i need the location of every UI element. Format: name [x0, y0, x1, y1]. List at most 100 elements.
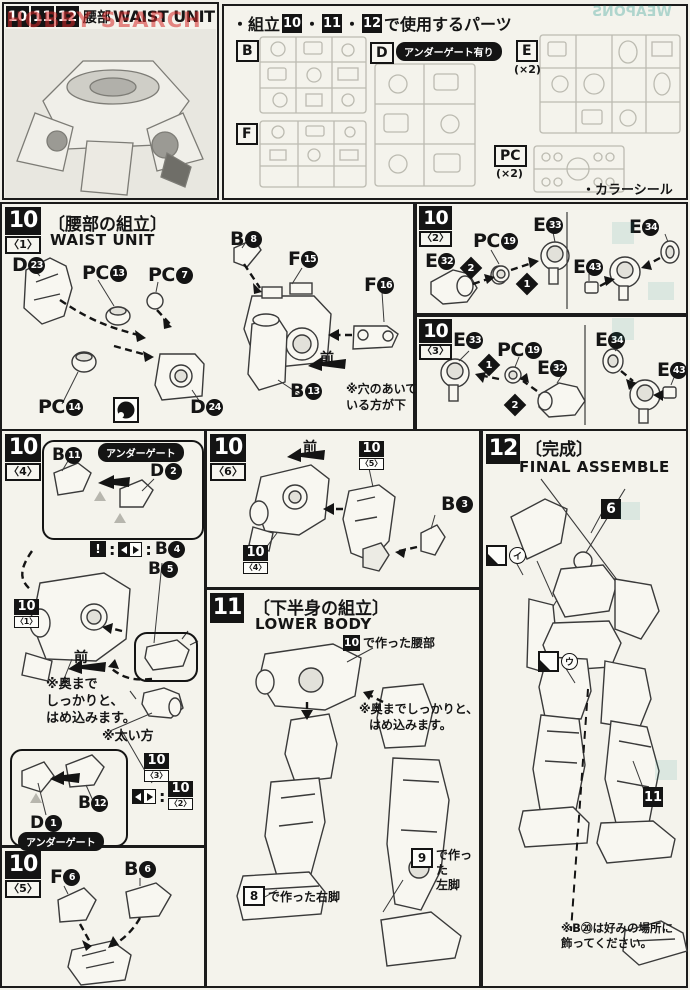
runner-b-label: B — [236, 40, 259, 62]
title-english: WAIST UNIT — [113, 7, 215, 26]
seal-marker-u: ウ — [538, 651, 578, 672]
push-firmly-note: ※奥までしっかりと、 はめ込みます。 — [359, 702, 479, 732]
page-title: 10 11 12 腰部 WAIST UNIT — [6, 6, 215, 27]
seal-icon — [538, 651, 559, 672]
panel-step-12: 12 〔完成〕 FINAL ASSEMBLE — [481, 429, 688, 988]
step-badge-10-4: 10 〈4〉 — [5, 434, 41, 481]
callout-6-box: 6 — [601, 499, 621, 519]
panel-step-11: 11 〔下半身の組立〕 LOWER BODY — [205, 588, 481, 988]
thicker-side-note: ※太い方 — [102, 729, 154, 744]
panel-step-10-4: 10 〈4〉 — [0, 429, 206, 851]
b20-display-note: ※B⑳は好みの場所に 飾ってください。 — [561, 921, 673, 950]
parts-used-panel: ・組立 10 ・ 11 ・ 12 で使用するパーツ B D アンダーゲート有り … — [222, 4, 688, 200]
color-seal-label: ・カラーシール — [582, 183, 673, 198]
step-badge-10-5: 10 〈5〉 — [5, 851, 41, 898]
runner-e-art — [539, 34, 681, 134]
undergate-badge: アンダーゲート有り — [396, 42, 502, 61]
step-10-6-illustration — [248, 448, 446, 572]
step-title-jp: 〔下半身の組立〕 — [253, 599, 389, 619]
bleed-artifact — [612, 318, 634, 340]
seal-icon — [486, 545, 507, 566]
step-title-en: WAIST UNIT — [50, 231, 155, 249]
waist-unit-photo — [5, 29, 216, 198]
title-photo-panel: 10 11 12 腰部 WAIST UNIT — [2, 2, 219, 200]
caution-icon: ! — [90, 541, 106, 557]
bleed-artifact — [620, 502, 640, 520]
runner-pc-label: PC — [494, 145, 527, 167]
bleed-artifact — [655, 760, 677, 780]
bleed-artifact — [612, 222, 634, 244]
hole-side-note: ※穴のあいて いる方が下 — [346, 382, 418, 412]
step-11-illustration — [236, 643, 462, 967]
callout-11-box: 11 — [643, 787, 663, 807]
runner-pc-count: (×2) — [496, 167, 523, 180]
seal-letter-i: イ — [509, 547, 526, 564]
runner-f-art — [259, 120, 367, 188]
panel-step-10-6: 10 〈6〉 前 10 〈5〉 — [205, 429, 481, 589]
step-10-2-illustration — [430, 212, 680, 309]
heading-step-11: 11 — [322, 13, 343, 33]
left-leg-label: 9 で作った 左脚 — [411, 848, 479, 893]
bleed-artifact — [648, 282, 674, 300]
runner-e-label: E — [516, 40, 538, 62]
heading-step-10: 10 — [282, 13, 303, 33]
ref-step-10-box: 10 — [343, 634, 360, 651]
heading-prefix: ・組立 — [232, 15, 281, 34]
step-badge-10-2: 10 〈2〉 — [419, 206, 452, 247]
ref-step-10-4: 10 〈4〉 — [243, 545, 268, 574]
ref-step-8-box: 8 — [243, 886, 265, 906]
undergate-badge-top: アンダーゲート — [98, 443, 184, 462]
front-direction-label: 前 — [303, 440, 317, 456]
step-12-illustration — [510, 478, 688, 966]
step-number-box: 11 — [31, 6, 54, 27]
heading-dot: ・ — [344, 15, 361, 34]
step-title-jp: 〔完成〕 — [525, 440, 593, 460]
front-direction-label: 前 — [74, 650, 88, 666]
runner-f-label: F — [236, 123, 258, 145]
step-title-jp: 〔腰部の組立〕 — [48, 215, 167, 235]
runner-pc-art — [533, 145, 625, 193]
panel-step-10-1: 10 〈1〉 〔腰部の組立〕 WAIST UNIT — [0, 202, 418, 431]
step-10-1-illustration — [23, 238, 399, 423]
ref-step-9-box: 9 — [411, 848, 433, 868]
title-japanese: 腰部 — [83, 9, 111, 26]
step-title-en: FINAL ASSEMBLE — [519, 458, 670, 476]
runner-b-art — [259, 36, 367, 114]
ref-step-10-1: 10 〈1〉 — [14, 599, 39, 628]
step-10-3-illustration — [440, 325, 677, 425]
step-title-en: LOWER BODY — [255, 615, 372, 633]
waist-from-step10-label: 10 で作った腰部 — [343, 634, 436, 651]
runner-d-label: D — [370, 42, 394, 64]
step-badge-10-1: 10 〈1〉 — [5, 207, 41, 254]
page-bleed-text: WEAPONS — [592, 4, 672, 20]
step-badge-10-6: 10 〈6〉 — [210, 434, 246, 481]
ref-step-10-2: 10 〈2〉 — [168, 781, 193, 810]
runner-d-art — [374, 63, 476, 187]
heading-suffix: で使用するパーツ — [384, 15, 512, 34]
heading-step-12: 12 — [362, 13, 383, 33]
selectable-ref-row: : — [132, 787, 165, 806]
